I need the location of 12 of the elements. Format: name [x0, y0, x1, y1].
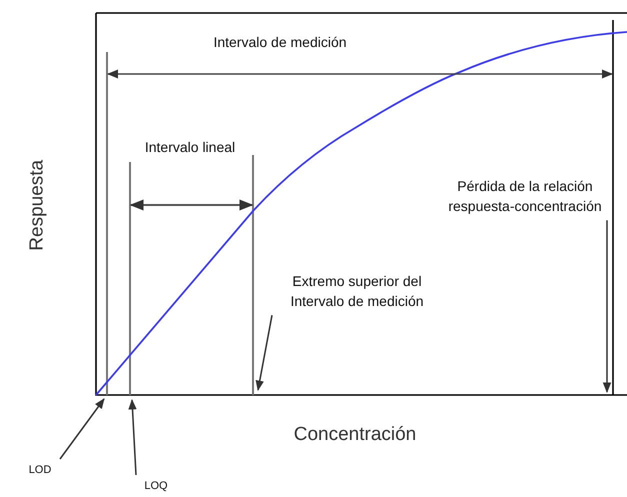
axis-title: Respuesta: [26, 158, 49, 253]
leader-arrow: [128, 398, 137, 476]
annotation-text: LOQ: [136, 479, 176, 494]
leader-arrow: [256, 315, 273, 392]
leader-arrow: [602, 220, 612, 394]
annotation-text: Extremo superior del Intervalo de medición: [272, 272, 442, 312]
annotation-text: Pérdida de la relación respuesta-concentración: [440, 177, 610, 216]
dimension-label: Intervalo de medición: [212, 33, 348, 52]
leader-arrow: [59, 398, 105, 460]
dimension-label: Intervalo lineal: [144, 138, 236, 157]
axis-title: Concentración: [292, 423, 418, 447]
annotation-text: LOD: [20, 463, 60, 478]
